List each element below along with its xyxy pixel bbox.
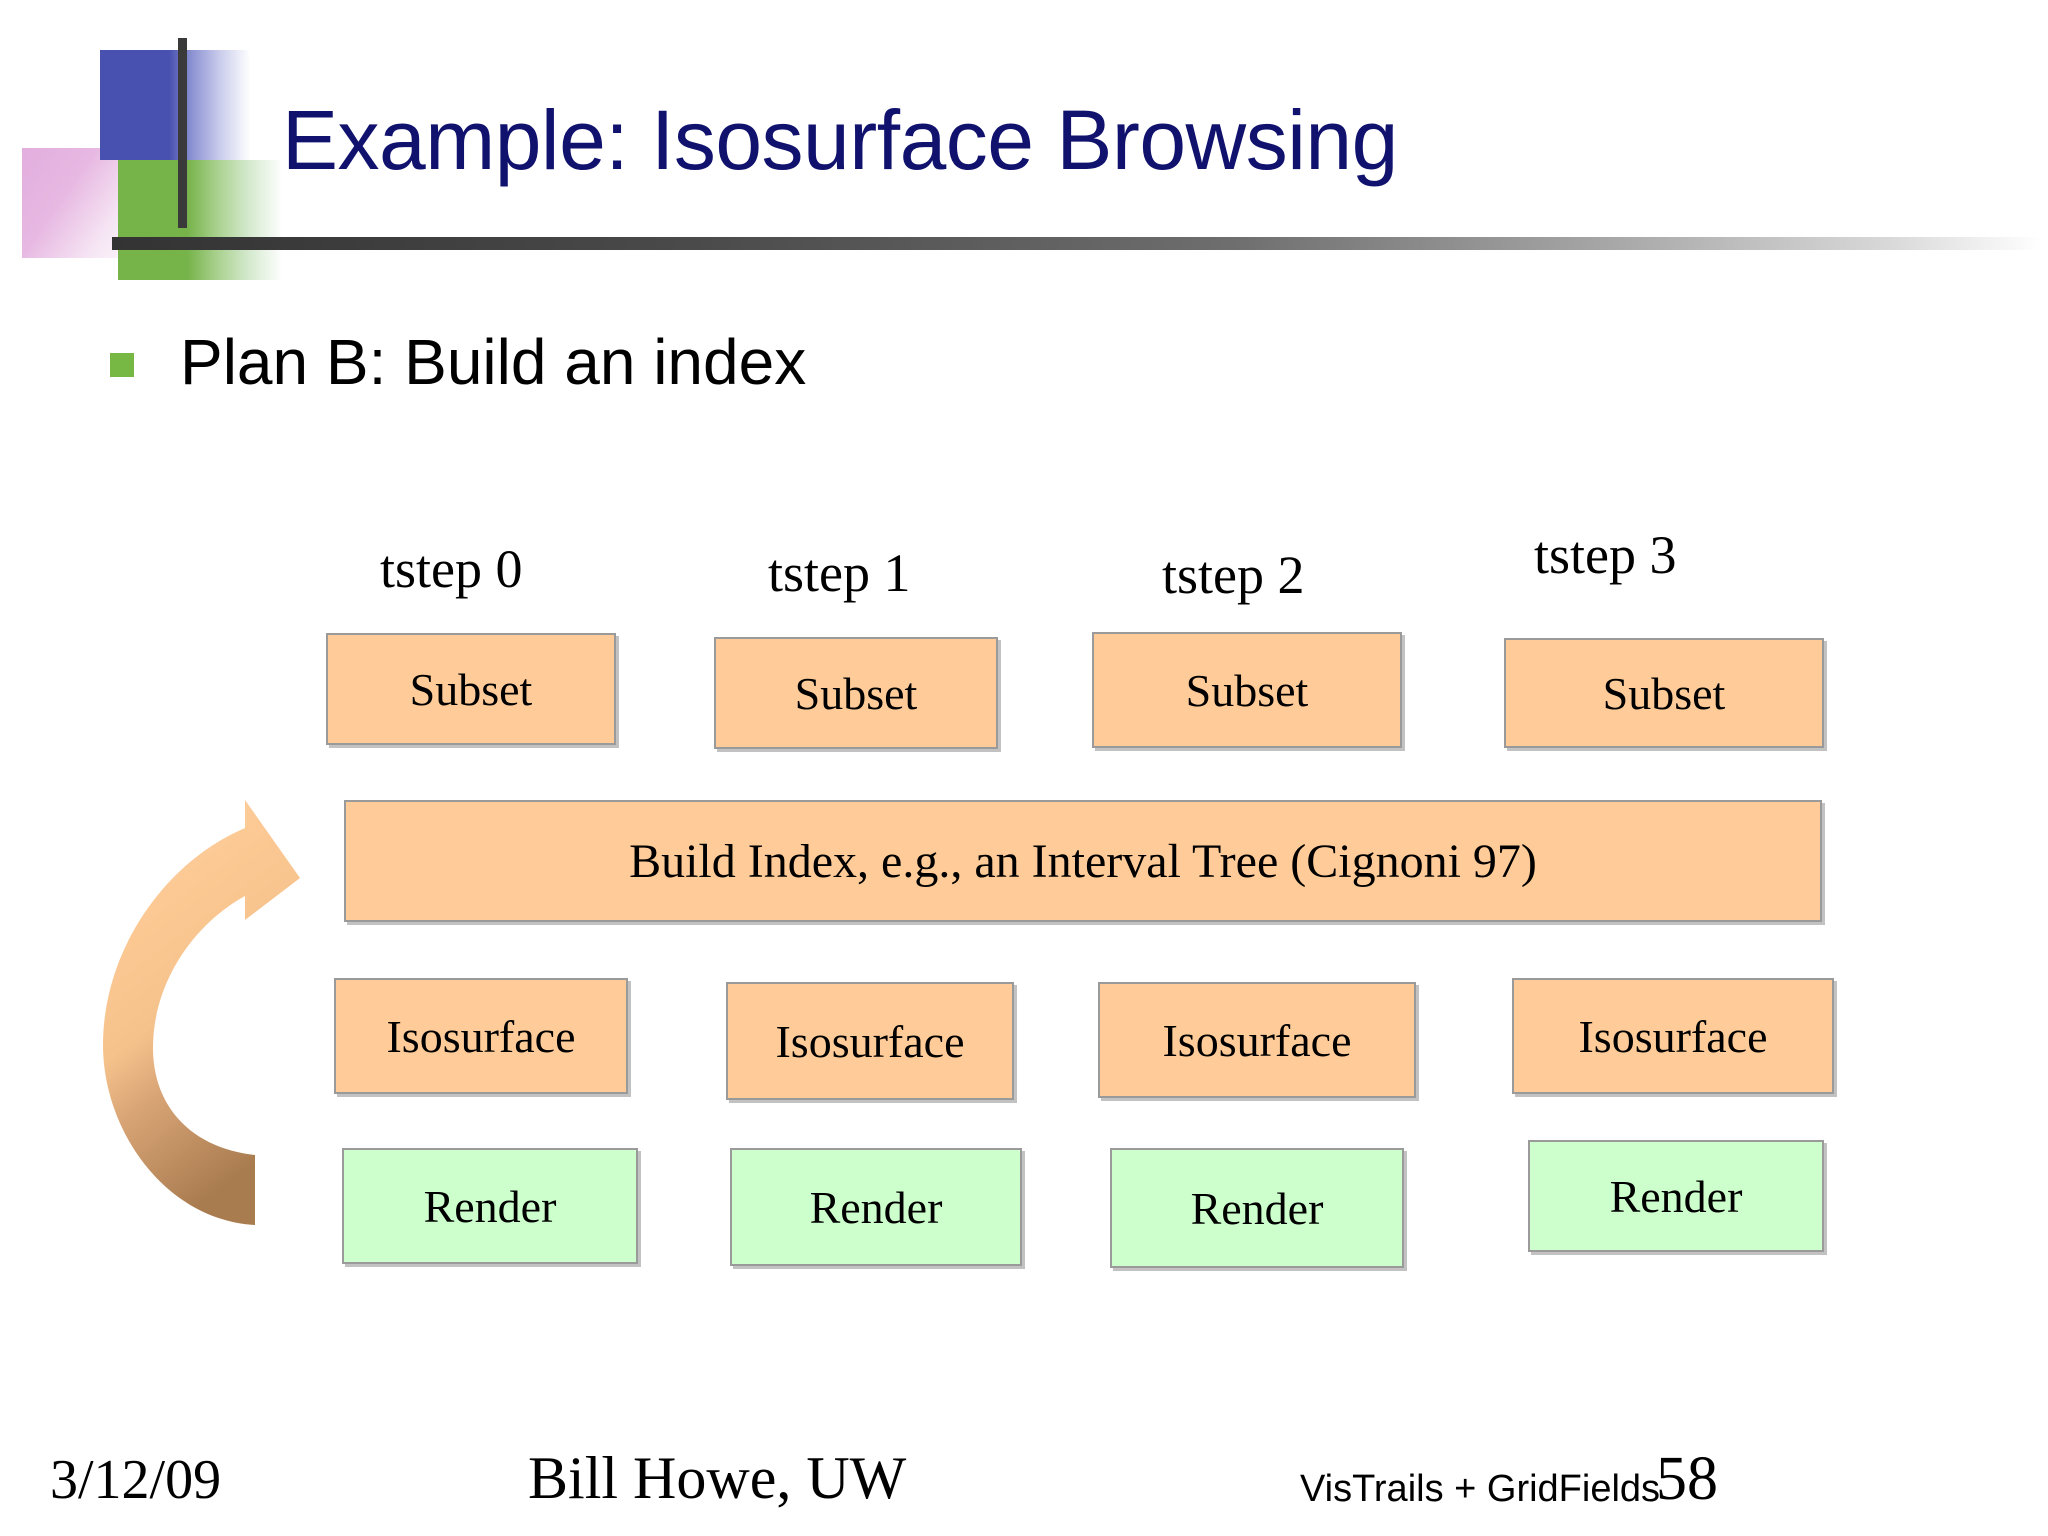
render-box-0[interactable]: Render (342, 1148, 638, 1264)
isosurface-box-1[interactable]: Isosurface (726, 982, 1014, 1100)
bullet-square-icon (110, 353, 134, 377)
footer-project-label: VisTrails + GridFields (1300, 1468, 1661, 1510)
render-box-2[interactable]: Render (1110, 1148, 1404, 1268)
build-index-bar[interactable]: Build Index, e.g., an Interval Tree (Cig… (344, 800, 1822, 922)
footer-date: 3/12/09 (50, 1449, 222, 1511)
subset-box-0[interactable]: Subset (326, 633, 616, 745)
logo-vertical-bar (178, 38, 187, 228)
tstep-label-2: tstep 2 (1162, 545, 1305, 605)
tstep-label-1: tstep 1 (768, 543, 911, 603)
tstep-label-3: tstep 3 (1534, 525, 1677, 585)
page-title: Example: Isosurface Browsing (282, 93, 1398, 187)
footer-page-number: 58 (1656, 1445, 1718, 1513)
isosurface-box-0[interactable]: Isosurface (334, 978, 628, 1094)
render-box-3[interactable]: Render (1528, 1140, 1824, 1252)
subset-box-3[interactable]: Subset (1504, 638, 1824, 748)
isosurface-box-2[interactable]: Isosurface (1098, 982, 1416, 1098)
bullet-list-item: Plan B: Build an index (110, 330, 806, 394)
subset-box-1[interactable]: Subset (714, 637, 998, 749)
bullet-item-label: Plan B: Build an index (180, 326, 807, 398)
render-box-1[interactable]: Render (730, 1148, 1022, 1266)
logo-blue-rect (100, 50, 250, 160)
tstep-label-0: tstep 0 (380, 539, 523, 599)
footer-author: Bill Howe, UW (528, 1445, 907, 1511)
logo-green-rect (118, 160, 283, 280)
subset-box-2[interactable]: Subset (1092, 632, 1402, 748)
isosurface-box-3[interactable]: Isosurface (1512, 978, 1834, 1094)
loop-back-arrow-icon (95, 800, 355, 1300)
title-divider-rule (112, 237, 2042, 250)
